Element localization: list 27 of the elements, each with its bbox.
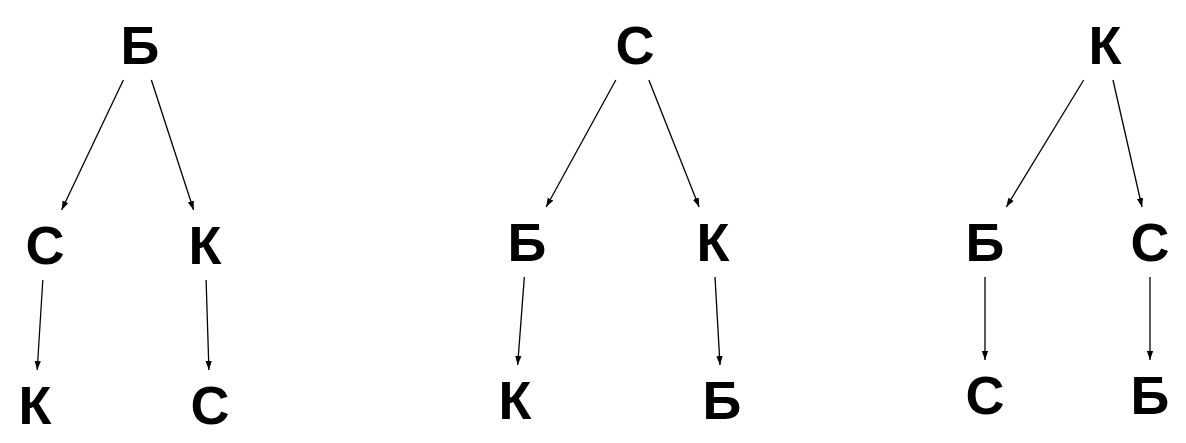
letter-label: К: [1088, 18, 1122, 72]
arrow: [545, 79, 617, 208]
letter-label: Б: [702, 373, 742, 427]
arrow: [981, 276, 989, 361]
arrow: [714, 276, 723, 366]
letter-label: К: [696, 215, 730, 269]
letter-label: Б: [507, 215, 547, 269]
arrow: [1005, 79, 1085, 208]
arrow: [205, 279, 212, 371]
letter-label: Б: [965, 215, 1005, 269]
letter-label: С: [1130, 215, 1170, 269]
letter-label: Б: [120, 18, 160, 72]
letter-label: К: [18, 378, 52, 432]
arrow: [515, 276, 525, 366]
letter-label: С: [190, 378, 230, 432]
letter-label: С: [615, 18, 655, 72]
arrow: [1112, 79, 1144, 208]
arrow: [648, 79, 700, 208]
letter-label: Б: [1130, 368, 1170, 422]
letter-label: С: [25, 218, 65, 272]
letter-label: К: [188, 218, 222, 272]
arrow: [61, 79, 125, 211]
arrow: [1146, 276, 1154, 361]
letter-label: С: [965, 368, 1005, 422]
arrow: [150, 79, 195, 211]
arrow: [34, 279, 44, 371]
letter-label: К: [498, 373, 532, 427]
